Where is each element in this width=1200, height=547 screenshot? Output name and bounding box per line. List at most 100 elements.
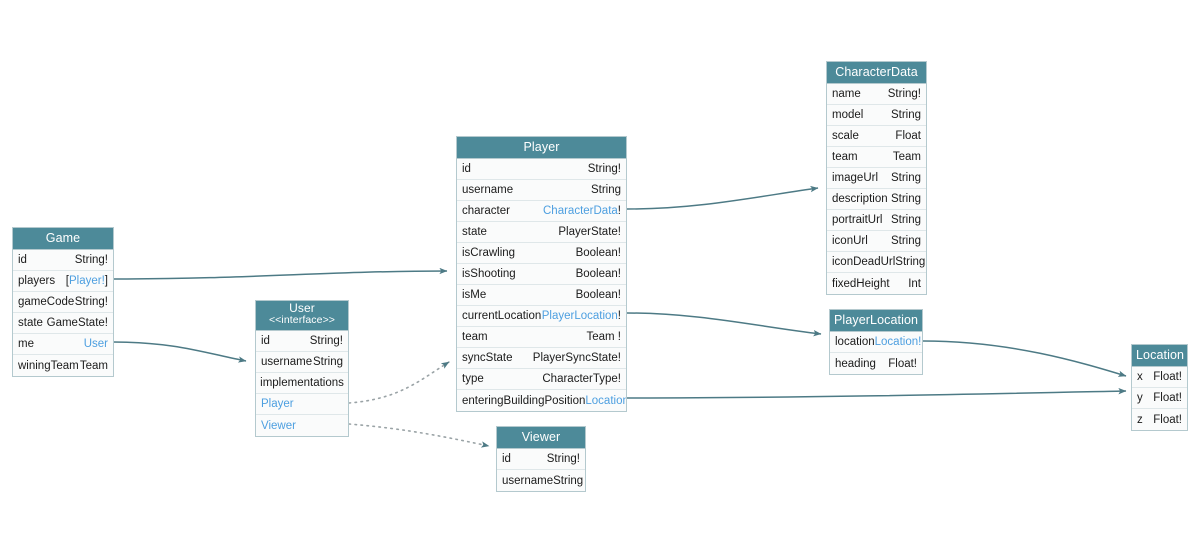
field-type-link[interactable]: PlayerLocation	[541, 310, 618, 322]
field-type-link[interactable]: CharacterData	[543, 205, 618, 217]
field-type: Boolean!	[575, 247, 621, 259]
entity-location[interactable]: Location x Float! y Float! z Float!	[1131, 344, 1188, 431]
field-type-link[interactable]: Location!	[874, 336, 922, 348]
entity-viewer[interactable]: Viewer id String! username String	[496, 426, 586, 492]
implementation-row[interactable]: Player	[256, 394, 348, 415]
field-type: Float!	[888, 357, 917, 370]
field-type: CharacterType!	[542, 373, 621, 385]
field-type: String	[890, 193, 921, 205]
field-row[interactable]: id String!	[457, 159, 626, 180]
field-name: gameCode	[18, 296, 75, 308]
field-row[interactable]: currentLocation PlayerLocation!	[457, 306, 626, 327]
field-name: y	[1137, 392, 1143, 404]
field-name: model	[832, 109, 864, 121]
field-name: iconDeadUrl	[832, 256, 896, 268]
field-type: Float!	[1153, 413, 1182, 426]
field-type: [Player!]	[66, 275, 108, 287]
field-type: Team	[892, 151, 921, 163]
field-name: scale	[832, 130, 859, 142]
field-row[interactable]: scale Float	[827, 126, 926, 147]
field-row[interactable]: isCrawling Boolean!	[457, 243, 626, 264]
field-name: description	[832, 193, 888, 205]
implementation-player-link[interactable]: Player	[261, 398, 294, 410]
field-row[interactable]: type CharacterType!	[457, 369, 626, 390]
field-name: type	[462, 373, 484, 385]
field-row[interactable]: username String	[497, 470, 585, 491]
field-type-link[interactable]: Player!	[69, 275, 105, 287]
entity-playerlocation-title: PlayerLocation	[830, 310, 922, 332]
field-row[interactable]: imageUrl String	[827, 168, 926, 189]
field-row[interactable]: x Float!	[1132, 367, 1187, 388]
field-row[interactable]: winingTeam Team	[13, 355, 113, 376]
field-row[interactable]: team Team !	[457, 327, 626, 348]
edge-playerlocation-location-to-location	[922, 340, 1127, 377]
field-row[interactable]: iconDeadUrl String	[827, 252, 926, 273]
field-type: Float!	[1153, 392, 1182, 404]
field-type-link[interactable]: Location	[585, 394, 626, 407]
field-name: username	[462, 184, 514, 196]
field-name: character	[462, 205, 510, 217]
field-name: currentLocation	[462, 310, 542, 322]
field-name: username	[261, 356, 313, 368]
field-row[interactable]: description String	[827, 189, 926, 210]
field-name: syncState	[462, 352, 513, 364]
field-name: username	[502, 474, 554, 487]
field-row[interactable]: fixedHeight Int	[827, 273, 926, 294]
field-type-link[interactable]: User	[83, 338, 108, 350]
field-row[interactable]: isShooting Boolean!	[457, 264, 626, 285]
implementation-row[interactable]: Viewer	[256, 415, 348, 436]
field-type: Int	[908, 277, 921, 290]
field-row[interactable]: character CharacterData!	[457, 201, 626, 222]
edge-player-currentlocation-to-playerlocation	[626, 312, 822, 337]
field-name: me	[18, 338, 34, 350]
entity-characterdata[interactable]: CharacterData name String! model String …	[826, 61, 927, 295]
field-type: Float!	[1153, 371, 1182, 383]
field-name: x	[1137, 371, 1143, 383]
entity-player-title: Player	[457, 137, 626, 159]
field-row[interactable]: location Location!	[830, 332, 922, 353]
field-type: String	[312, 356, 343, 368]
entity-game[interactable]: Game id String! players [Player!] gameCo…	[12, 227, 114, 377]
field-type-suffix: !	[617, 310, 621, 322]
entity-player[interactable]: Player id String! username String charac…	[456, 136, 627, 412]
entity-viewer-title: Viewer	[497, 427, 585, 449]
field-row[interactable]: id String!	[256, 331, 348, 352]
entity-playerlocation[interactable]: PlayerLocation location Location! headin…	[829, 309, 923, 375]
field-row[interactable]: state GameState!	[13, 313, 113, 334]
field-name: isCrawling	[462, 247, 516, 259]
field-row[interactable]: enteringBuildingPosition Location	[457, 390, 626, 411]
field-row[interactable]: iconUrl String	[827, 231, 926, 252]
field-row[interactable]: team Team	[827, 147, 926, 168]
entity-user[interactable]: User <<interface>> id String! username S…	[255, 300, 349, 437]
edge-user-player-impl	[348, 361, 450, 404]
field-row[interactable]: heading Float!	[830, 353, 922, 374]
field-row[interactable]: username String	[256, 352, 348, 373]
implementations-label-row: implementations	[256, 373, 348, 394]
field-name: winingTeam	[18, 359, 79, 372]
field-row[interactable]: me User	[13, 334, 113, 355]
field-name: state	[18, 317, 43, 329]
field-row[interactable]: y Float!	[1132, 388, 1187, 409]
field-row[interactable]: state PlayerState!	[457, 222, 626, 243]
field-name: isShooting	[462, 268, 516, 280]
field-row[interactable]: id String!	[13, 250, 113, 271]
field-type: CharacterData!	[543, 205, 621, 217]
field-name: name	[832, 88, 861, 100]
field-row[interactable]: portraitUrl String	[827, 210, 926, 231]
field-row[interactable]: username String	[457, 180, 626, 201]
edge-player-character-to-characterdata	[626, 185, 819, 210]
field-row[interactable]: model String	[827, 105, 926, 126]
field-row[interactable]: z Float!	[1132, 409, 1187, 430]
field-row[interactable]: id String!	[497, 449, 585, 470]
field-row[interactable]: syncState PlayerSyncState!	[457, 348, 626, 369]
implementation-viewer-link[interactable]: Viewer	[261, 419, 296, 432]
field-name: team	[462, 331, 488, 343]
field-name: id	[502, 453, 511, 465]
field-row[interactable]: gameCode String!	[13, 292, 113, 313]
field-type: Float	[895, 130, 921, 142]
field-row[interactable]: isMe Boolean!	[457, 285, 626, 306]
field-row[interactable]: name String!	[827, 84, 926, 105]
field-name: iconUrl	[832, 235, 868, 247]
field-row[interactable]: players [Player!]	[13, 271, 113, 292]
